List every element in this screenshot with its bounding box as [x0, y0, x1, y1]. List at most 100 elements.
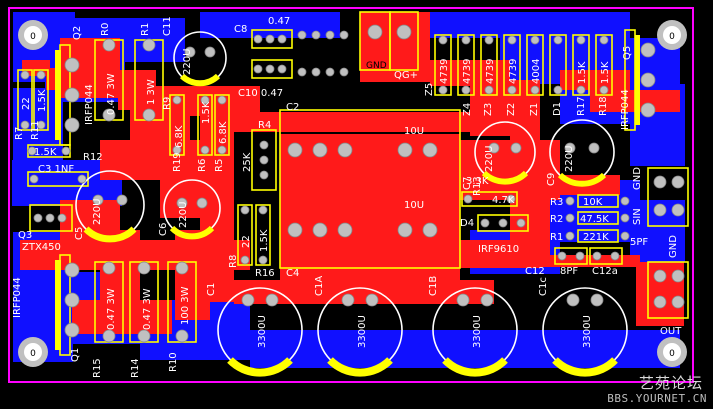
label-c3: C3 1NF: [38, 164, 74, 175]
label-c1a-val: 3300U: [357, 315, 368, 348]
capacitor-c11: [173, 31, 227, 87]
label-q2: Q2: [72, 26, 83, 40]
capacitor-c1b: [432, 287, 518, 377]
label-r13: R13: [472, 176, 483, 196]
label-r7-val: 22: [21, 97, 32, 110]
label-c8: C8: [234, 24, 247, 35]
label-c1c-val: 3300U: [582, 315, 593, 348]
label-c12: C12: [525, 266, 545, 277]
label-c7-val: 220U: [484, 146, 495, 172]
watermark-url: BBS.YOURNET.CN: [607, 392, 707, 405]
label-c11: C11: [162, 16, 173, 36]
label-c9-val: 220U: [564, 146, 575, 172]
label-r3: R3: [550, 197, 563, 208]
electrolytic-capacitors: [75, 31, 628, 377]
svg-text:0: 0: [30, 32, 36, 42]
label-c12a-val: 5PF: [630, 237, 648, 248]
svg-text:0: 0: [669, 32, 675, 42]
label-r18-val: 1.5K: [600, 61, 611, 84]
svg-text:0: 0: [30, 349, 36, 359]
label-c8-val: 0.47: [268, 16, 290, 27]
label-z4: Z4: [462, 103, 473, 116]
label-d4: D4: [460, 218, 474, 229]
label-irfp-top-right: IRFP044: [620, 89, 631, 130]
label-r14: R14: [130, 358, 141, 378]
mounting-hole-bottom-left: 0: [18, 337, 48, 367]
label-q1: Q1: [70, 348, 81, 362]
label-c1b: C1B: [428, 276, 439, 296]
label-r11: R11: [30, 120, 41, 140]
label-r9: R9: [162, 97, 173, 110]
label-r10: R10: [168, 352, 179, 372]
label-r5-val: 1.5K: [201, 101, 212, 124]
mounting-hole-top-left: 0: [18, 20, 48, 50]
label-c5-val: 220U: [92, 199, 103, 225]
label-irfp-top-left: IRFP044: [84, 84, 95, 125]
label-z2: Z2: [506, 103, 517, 116]
label-z1: Z1: [529, 103, 540, 116]
label-c1c: C1c: [538, 277, 549, 296]
label-r16: R16: [255, 268, 275, 279]
label-r11-val: 1.5K: [37, 89, 48, 112]
label-q3-val: ZTX450: [22, 242, 61, 253]
label-d1: D1: [552, 102, 563, 116]
label-r-4-7k: 4.7K: [492, 195, 515, 206]
label-c1b-val: 3300U: [472, 315, 483, 348]
label-r12: R12: [83, 152, 103, 163]
label-c9: C9: [546, 173, 557, 186]
label-r8: R8: [228, 255, 239, 268]
label-z3: Z3: [483, 103, 494, 116]
label-c6-val: 220U: [178, 202, 189, 228]
label-diode-1: 4004: [531, 59, 542, 84]
label-r6-val: 6.8K: [218, 121, 229, 144]
label-c1: C1: [206, 283, 217, 296]
label-zener-3: 4739: [485, 59, 496, 84]
label-c5: C5: [74, 227, 85, 240]
label-c10: C10 0.47: [238, 88, 283, 99]
label-r2-val: 47.5K: [580, 214, 609, 225]
board-outline: [8, 7, 694, 383]
label-r19: R19: [172, 152, 183, 172]
label-c2: C2: [286, 102, 299, 113]
label-r8-val: 22: [241, 235, 252, 248]
label-r2: R2: [550, 214, 563, 225]
label-c6: C6: [158, 223, 169, 236]
label-r13-val: 3.3K: [466, 176, 489, 187]
label-zener-4: 4739: [508, 59, 519, 84]
capacitor-c5: [75, 170, 145, 243]
label-r17: R17: [576, 96, 587, 116]
label-gnd-mid: GND: [632, 167, 643, 190]
label-r15: R15: [92, 358, 103, 378]
capacitor-c7: [474, 121, 536, 185]
label-zener-1: 4739: [439, 59, 450, 84]
label-c12a: C12a: [592, 266, 618, 277]
capacitor-c1c: [542, 287, 628, 377]
label-r0: R0: [100, 23, 111, 36]
label-c7: C7: [462, 177, 473, 190]
label-r16-val: 1.5K: [259, 229, 270, 252]
label-c10u-bottom: 10U: [404, 200, 424, 211]
label-r1: R1: [140, 23, 151, 36]
label-q3: Q3: [18, 230, 32, 241]
label-r7: R7: [14, 127, 25, 140]
label-c12-val: 8PF: [560, 266, 578, 277]
capacitor-c1a: [317, 287, 403, 377]
label-c11-val: 220U: [182, 49, 193, 75]
label-c10u-top: 10U: [404, 126, 424, 137]
capacitor-c6: [163, 179, 221, 240]
label-q5: Q5: [622, 46, 633, 60]
label-c1a: C1A: [314, 276, 325, 296]
label-r0-val: 0.47 3W: [106, 73, 117, 115]
label-r1-val: 1 3W: [146, 79, 157, 105]
label-z5: Z5: [424, 83, 435, 96]
label-r6: R6: [197, 159, 208, 172]
silkscreen-layer: [17, 11, 689, 356]
capacitor-c1: [217, 287, 303, 377]
mounting-hole-bottom-right: 0: [657, 337, 687, 367]
label-irfp-bottom-left: IRFP044: [12, 277, 23, 318]
label-r1b: R1: [550, 232, 563, 243]
label-qg: QG+: [394, 70, 418, 81]
component-labels: Q2 IRFP044 R0 0.47 3W R1 1 3W C11 220U C…: [12, 16, 682, 378]
label-c1-val: 3300U: [257, 315, 268, 348]
